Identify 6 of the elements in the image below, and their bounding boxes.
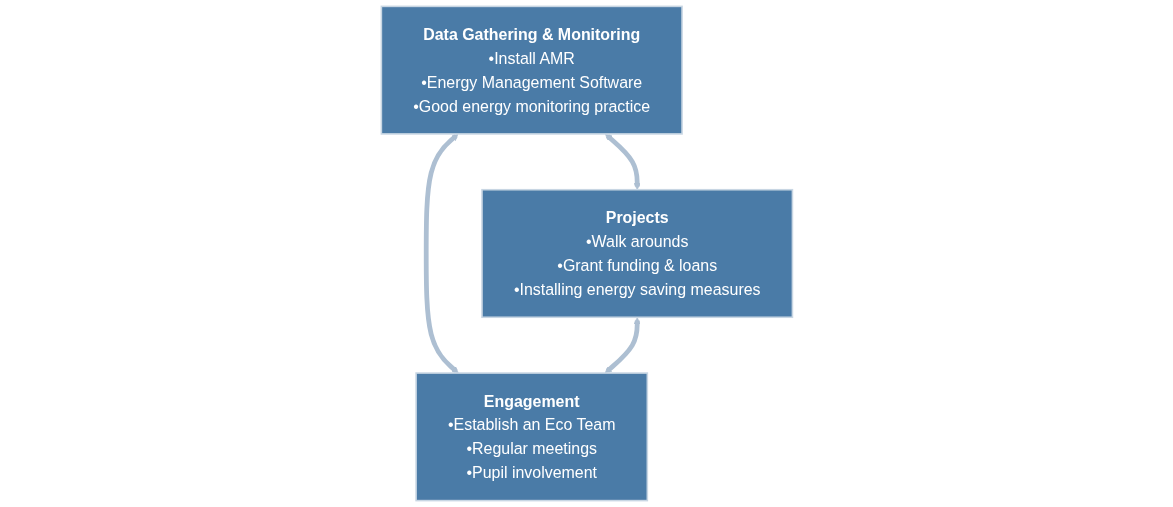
node-box: Engagement •Establish an Eco Team •Regular meetings •Pupil involvement [414, 372, 648, 502]
arrow [604, 133, 641, 191]
node-box: Projects •Walk arounds •Grant funding & loans •Installing energy saving measures [480, 188, 793, 319]
node-box: Data Gathering & Monitoring •Install AMR •Energy Management Software •Good energy monitoring practice [380, 5, 683, 135]
arrow [604, 317, 641, 374]
arrow [423, 133, 459, 374]
